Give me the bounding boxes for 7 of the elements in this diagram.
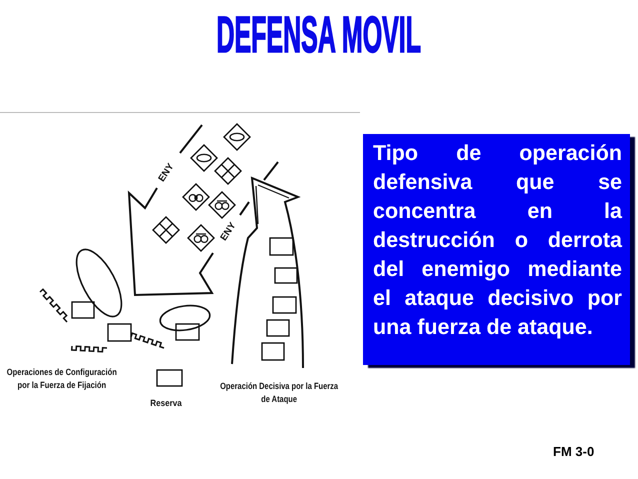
slide-title: DEFENSA MOVIL [216,8,422,62]
definition-panel [363,134,630,365]
reserve-caption: Reserva [149,397,183,409]
force-caption: Operación Decisiva por la Fuerza de Ataque [219,380,340,406]
source-reference: FM 3-0 [553,444,596,460]
force-caption: Operaciones de Configuración por la Fuerza de Fijación [6,366,118,392]
definition-text: Tipo de operación defensiva que se concentra en la destrucción o derrota del enemigo mediante el ataque decisivo por una fuerza de ataque. [373,140,622,341]
